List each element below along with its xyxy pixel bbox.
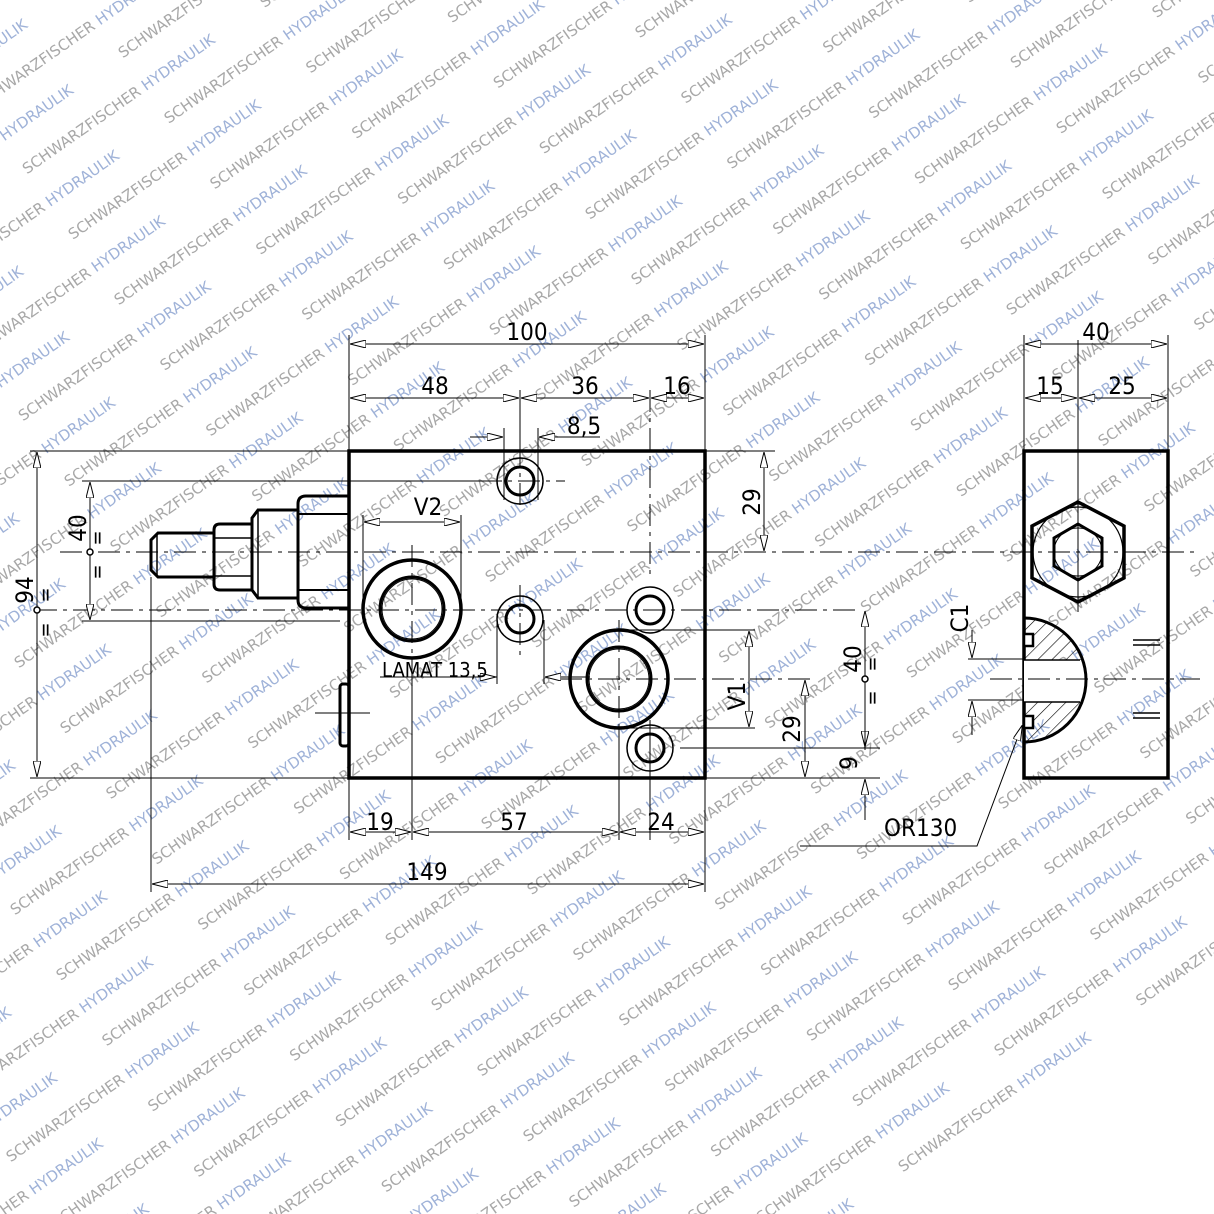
equal-mark: = — [860, 656, 884, 671]
side-dim-25: 25 — [1108, 372, 1135, 400]
dim-29-bottom: 29 — [778, 715, 806, 742]
dim-40-left: 40 — [64, 514, 92, 541]
side-dimension-lines — [800, 335, 1169, 847]
valve-block-outline — [347, 449, 707, 780]
dim-24: 24 — [647, 808, 674, 836]
dimension-lines — [30, 335, 880, 892]
section-arc — [1023, 616, 1088, 744]
label-port-c1: C1 — [946, 604, 974, 633]
dim-16: 16 — [663, 372, 690, 400]
dim-29-top: 29 — [738, 488, 766, 515]
dim-149: 149 — [406, 858, 447, 886]
dim-48: 48 — [421, 372, 448, 400]
equal-marks — [1133, 639, 1160, 719]
label-oring: OR130 — [884, 814, 957, 842]
equal-mark: = — [33, 587, 57, 602]
label-port-v1: V1 — [723, 682, 751, 711]
dim-94: 94 — [11, 576, 39, 603]
label-port-v2: V2 — [414, 493, 443, 521]
dimension-labels: 100 48 36 16 8,5 V2 LAMAT 13,5 19 57 24 … — [11, 318, 1136, 886]
center-dot — [861, 675, 869, 683]
equal-mark: = — [33, 622, 57, 637]
label-spotface: LAMAT 13,5 — [382, 658, 488, 682]
side-dim-15: 15 — [1036, 372, 1063, 400]
side-plug — [338, 682, 351, 748]
cartridge-valve — [149, 494, 349, 610]
side-view — [800, 335, 1200, 847]
mounting-holes — [496, 457, 674, 772]
front-view — [30, 335, 1200, 892]
side-block-outline — [1022, 449, 1170, 780]
side-dim-40: 40 — [1082, 318, 1109, 346]
equal-mark: = — [85, 530, 109, 545]
equal-mark: = — [860, 690, 884, 705]
center-dot — [33, 606, 41, 614]
equal-mark: = — [85, 564, 109, 579]
dim-overall-width: 100 — [506, 318, 547, 346]
dim-9: 9 — [835, 756, 863, 770]
dim-40-right: 40 — [839, 645, 867, 672]
centerlines — [35, 390, 1200, 740]
center-dot — [86, 548, 94, 556]
dim-57: 57 — [500, 808, 527, 836]
oring-groove — [1022, 632, 1035, 648]
dim-hole-diameter: 8,5 — [567, 412, 601, 440]
dim-36: 36 — [571, 372, 598, 400]
dim-19: 19 — [366, 808, 393, 836]
oring-groove — [1022, 714, 1035, 730]
